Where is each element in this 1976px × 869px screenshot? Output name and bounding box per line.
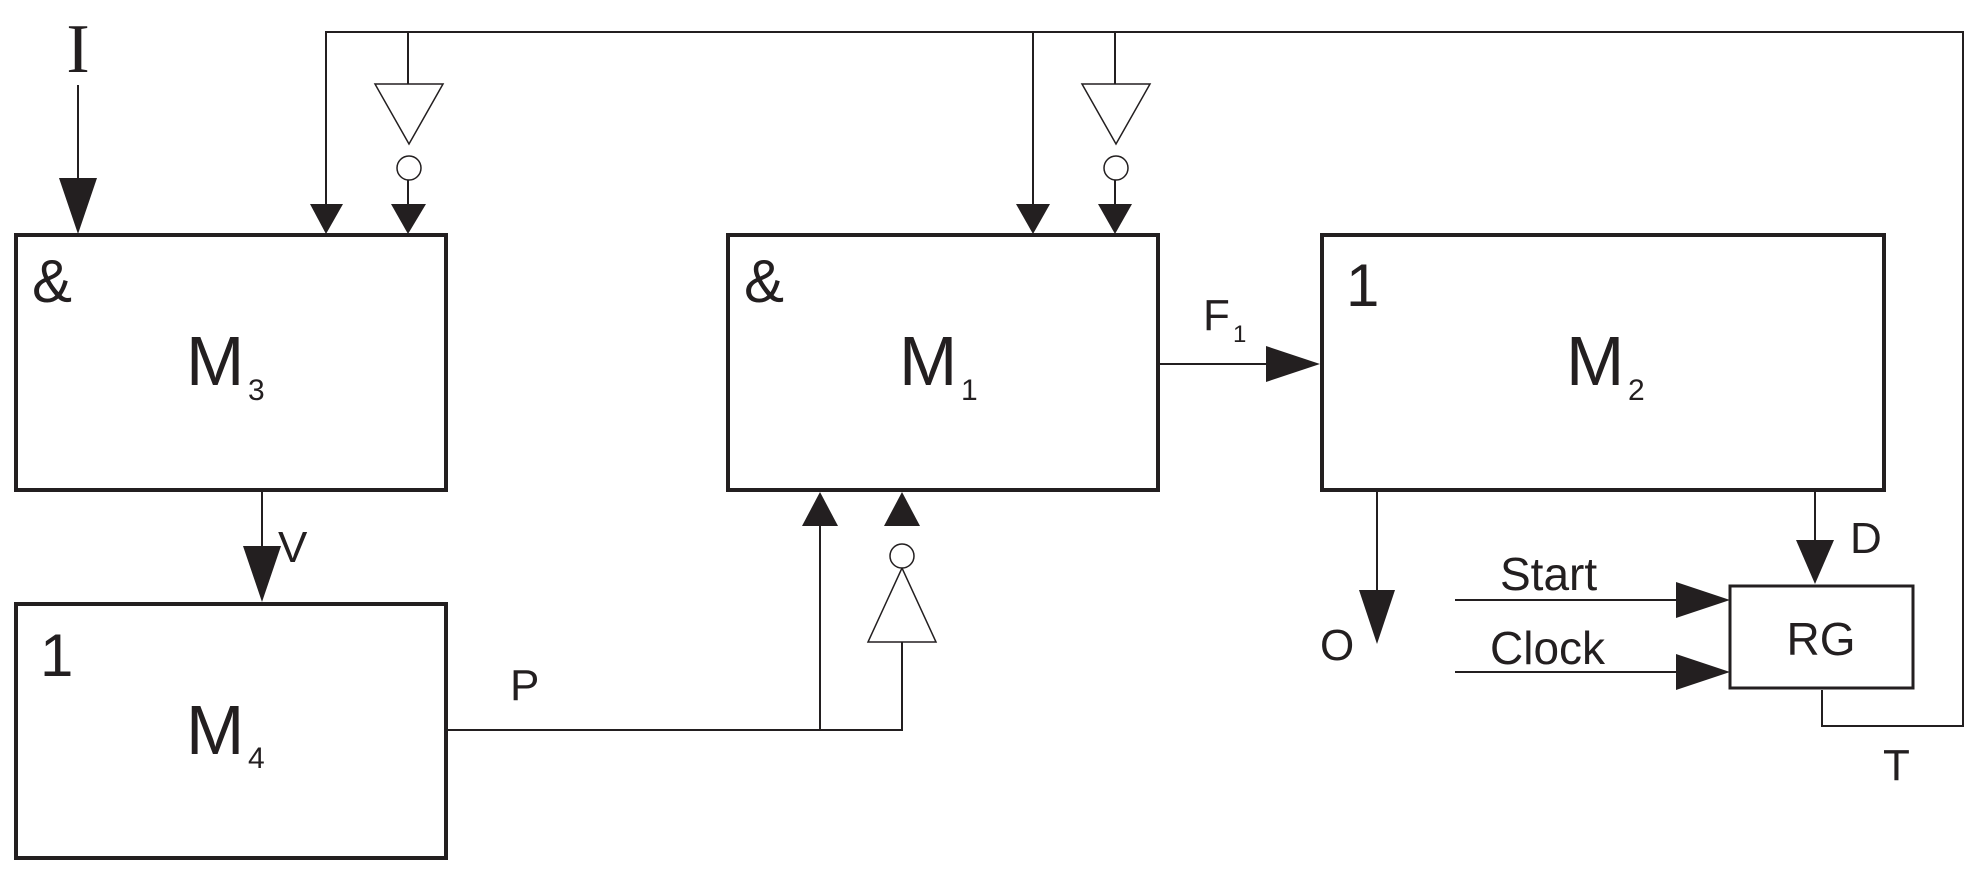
block-rg: RG bbox=[1728, 584, 1915, 690]
label-input-i: I bbox=[66, 11, 89, 88]
inverter-m1-top bbox=[1080, 83, 1152, 181]
inverter-m1-bottom bbox=[866, 543, 938, 643]
arrowhead-input-i bbox=[59, 178, 97, 234]
block-m4-sub: 4 bbox=[248, 742, 265, 775]
block-m3-name: M bbox=[186, 322, 244, 400]
block-m2-symbol: 1 bbox=[1346, 252, 1379, 319]
block-rg-name: RG bbox=[1787, 613, 1856, 665]
block-m3: & M 3 bbox=[14, 233, 448, 492]
label-clock: Clock bbox=[1490, 622, 1606, 674]
arrowhead-v bbox=[243, 546, 281, 602]
block-m2: 1 M 2 bbox=[1320, 233, 1886, 492]
wire-p bbox=[447, 638, 903, 731]
label-v: V bbox=[278, 523, 308, 572]
arrowhead-d bbox=[1796, 540, 1834, 584]
arrowhead-bus-m3 bbox=[310, 204, 343, 234]
block-m1-symbol: & bbox=[744, 248, 784, 315]
arrowhead-p bbox=[802, 492, 838, 526]
block-m2-name: M bbox=[1566, 322, 1624, 400]
block-m4-name: M bbox=[186, 691, 244, 769]
block-m1: & M 1 bbox=[726, 233, 1160, 492]
label-t: T bbox=[1883, 741, 1910, 790]
signal-labels: I V P F 1 O D T Start Clock bbox=[66, 11, 1910, 790]
label-p: P bbox=[510, 661, 539, 710]
block-m4: 1 M 4 bbox=[14, 602, 448, 860]
block-m3-symbol: & bbox=[32, 248, 72, 315]
feedback-wire-t bbox=[325, 31, 1964, 727]
label-f1: F bbox=[1203, 291, 1230, 340]
label-f1-sub: 1 bbox=[1233, 321, 1246, 348]
block-m4-symbol: 1 bbox=[40, 622, 73, 689]
block-m2-sub: 2 bbox=[1628, 374, 1645, 407]
arrowhead-clock bbox=[1676, 654, 1730, 690]
arrowhead-inv-m1 bbox=[1098, 204, 1132, 234]
wires bbox=[77, 31, 1964, 731]
arrowhead-inv-m1-bottom bbox=[884, 492, 920, 526]
arrowhead-output-o bbox=[1359, 590, 1395, 644]
label-output-o: O bbox=[1320, 621, 1354, 670]
label-d: D bbox=[1850, 514, 1882, 563]
arrowhead-f1 bbox=[1266, 346, 1320, 382]
label-start: Start bbox=[1500, 548, 1597, 600]
arrowhead-inv-m3 bbox=[391, 204, 426, 234]
block-m1-name: M bbox=[899, 322, 957, 400]
inverter-m3 bbox=[373, 83, 445, 181]
arrowheads bbox=[59, 178, 1834, 690]
block-m3-sub: 3 bbox=[248, 374, 265, 407]
arrowhead-start bbox=[1676, 582, 1730, 618]
arrowhead-bus-m1 bbox=[1016, 204, 1050, 234]
block-m1-sub: 1 bbox=[961, 374, 978, 407]
